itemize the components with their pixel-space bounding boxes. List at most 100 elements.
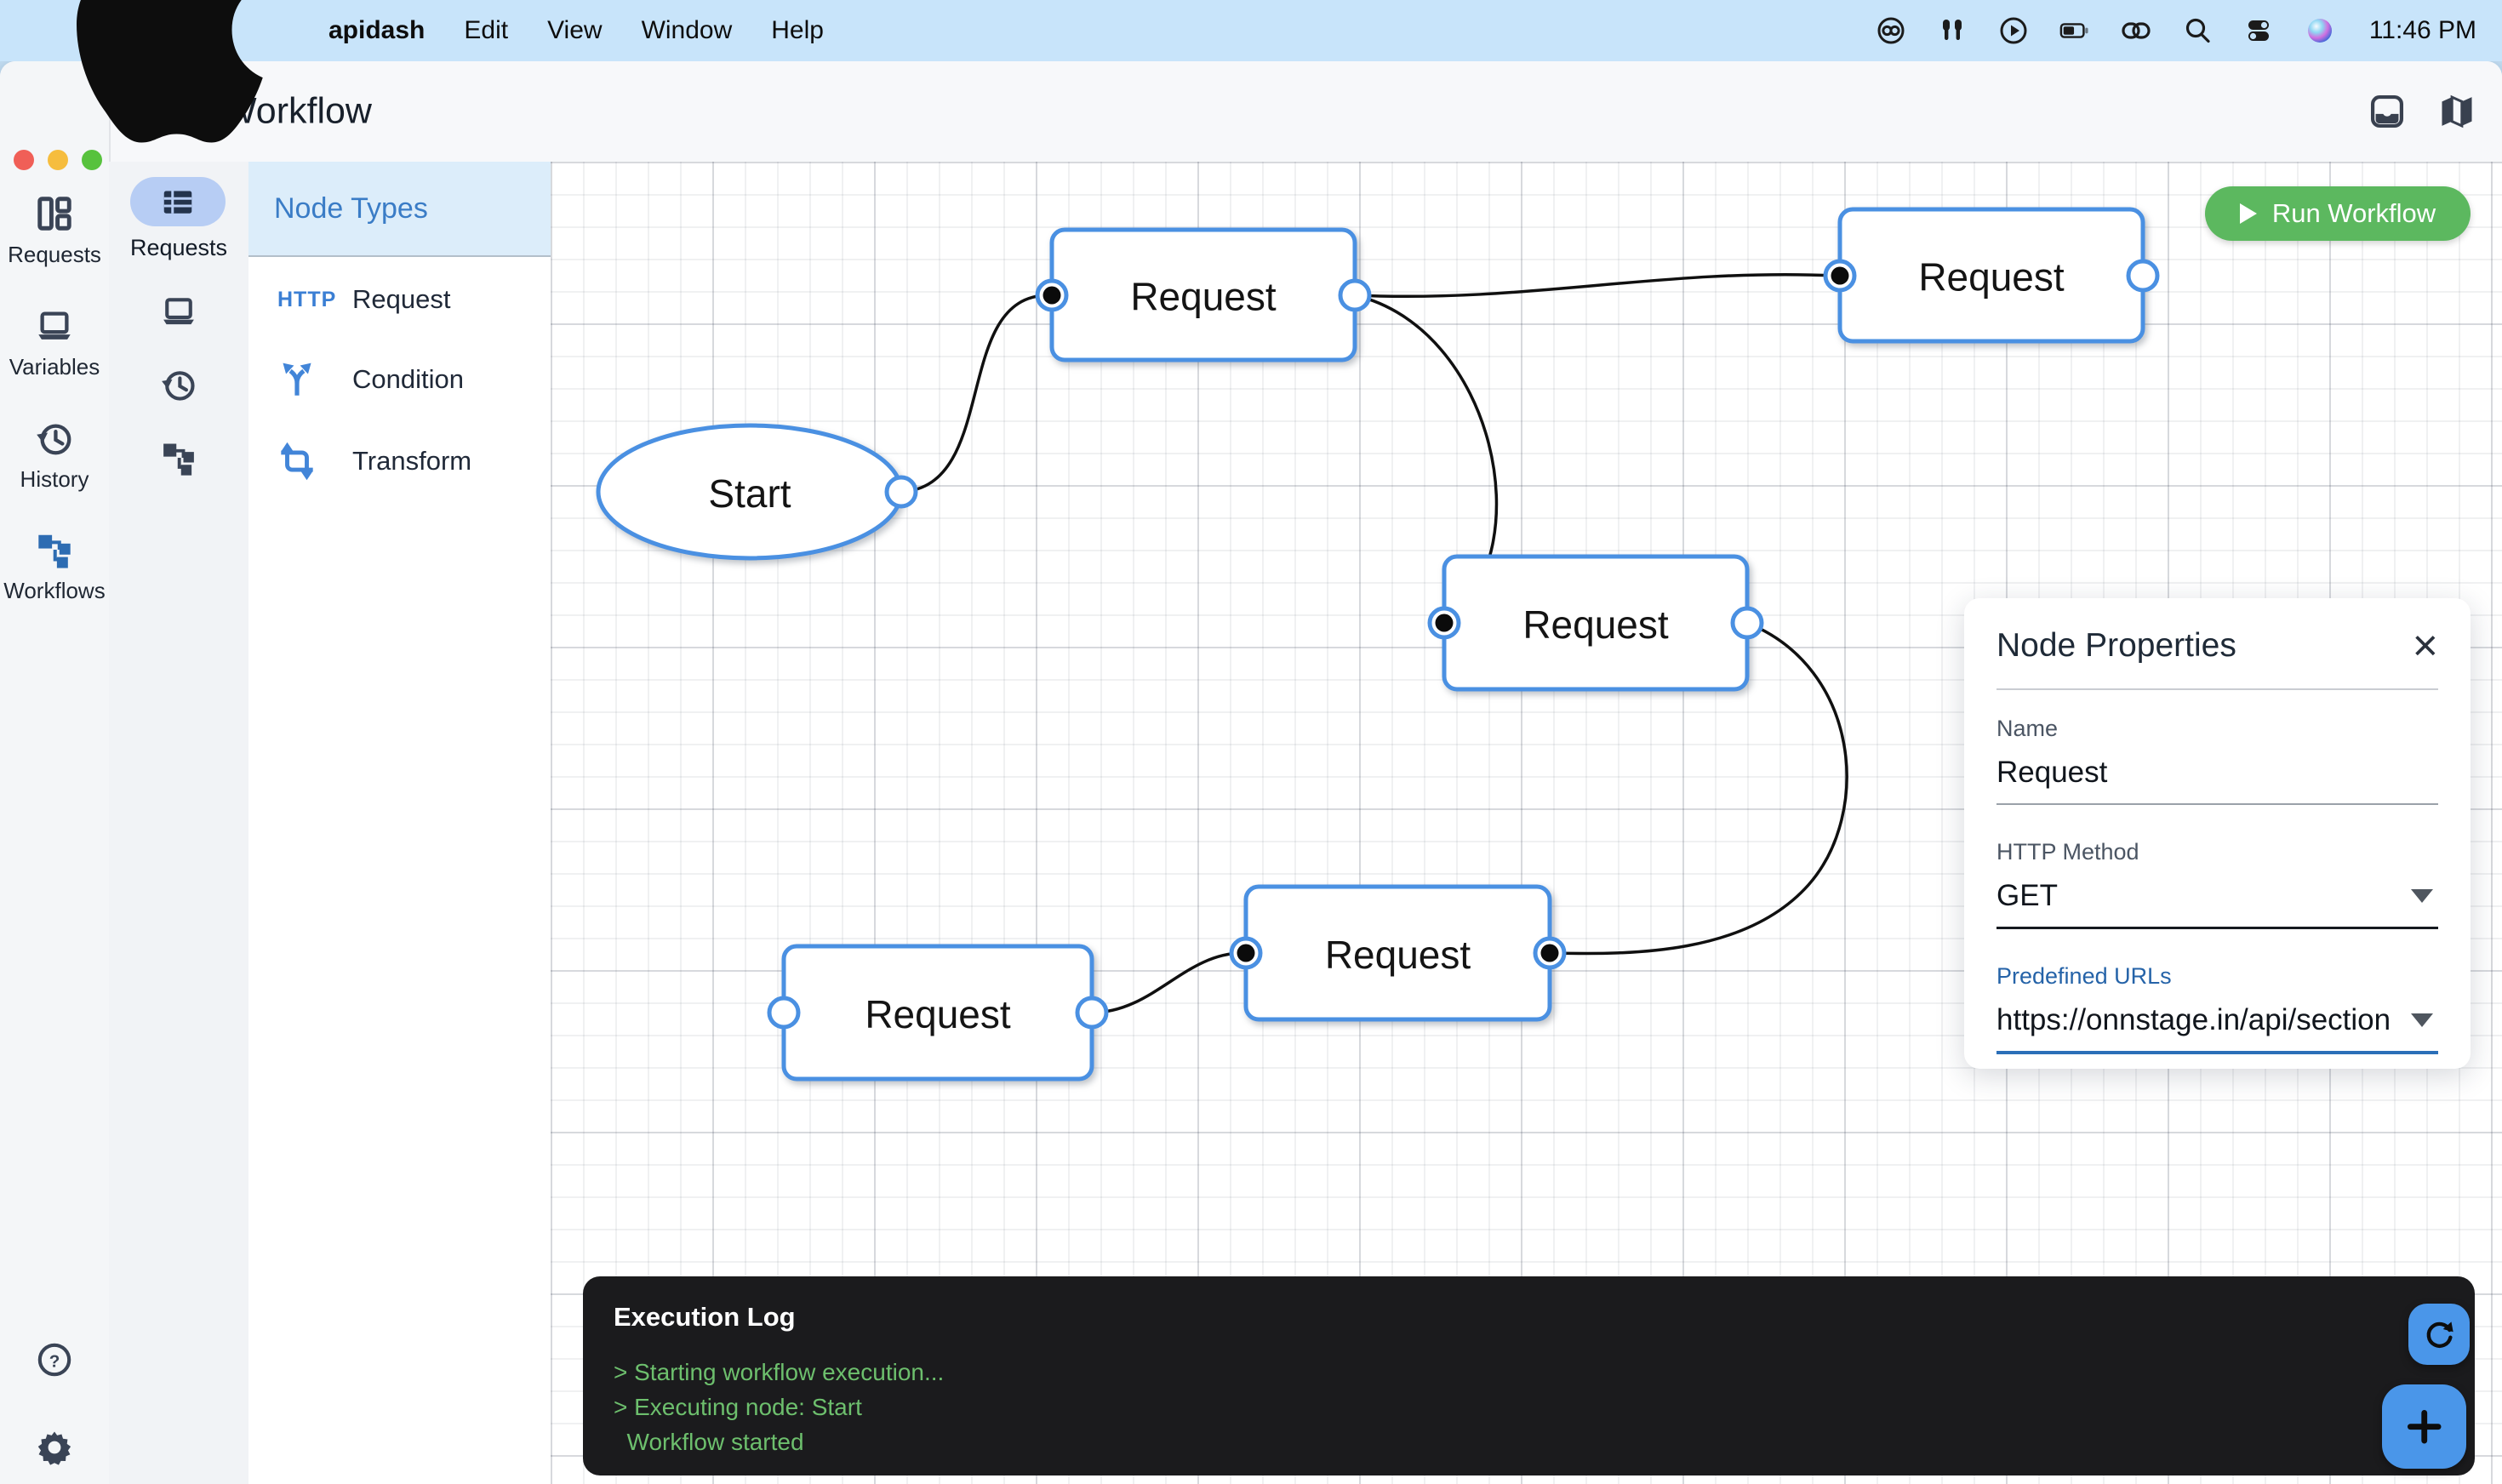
- node-label: Request: [1130, 275, 1277, 319]
- subsidebar-history-icon[interactable]: [160, 366, 197, 403]
- node-request-bottom-left[interactable]: Request: [781, 944, 1094, 1082]
- workflow-icon: [35, 530, 74, 569]
- node-properties-title: Node Properties: [1996, 627, 2236, 664]
- node-request-bottom-mid[interactable]: Request: [1243, 884, 1552, 1022]
- menu-item-window[interactable]: Window: [641, 16, 733, 44]
- execution-log-panel: Execution Log > Starting workflow execut…: [583, 1276, 2475, 1475]
- sidebar-item-label: Requests: [8, 242, 101, 267]
- play-icon: [2239, 203, 2257, 224]
- port-input-request-top-left[interactable]: [1035, 278, 1069, 312]
- palette-item-request[interactable]: HTTP Request: [277, 272, 533, 327]
- http-badge: HTTP: [277, 287, 337, 311]
- menu-status-area: 11:46 PM: [1876, 15, 2502, 46]
- execution-log-lines: > Starting workflow execution...> Execut…: [614, 1355, 2444, 1459]
- menu-item-apidash[interactable]: apidash: [328, 16, 426, 44]
- minimize-window-button[interactable]: [48, 150, 68, 170]
- menu-left: apidash Edit View Window Help: [0, 0, 824, 173]
- sidebar-item-history[interactable]: History: [0, 419, 109, 493]
- port-input-request-top-right[interactable]: [1823, 259, 1857, 293]
- palette-item-label: Transform: [352, 446, 472, 476]
- secondary-sidebar: Requests: [109, 162, 248, 1484]
- port-output-request-top-right[interactable]: [2126, 259, 2160, 293]
- close-icon[interactable]: ×: [2412, 621, 2438, 671]
- list-icon: [161, 185, 195, 219]
- port-input-request-bottom-mid[interactable]: [1533, 936, 1567, 970]
- add-node-button[interactable]: [2382, 1384, 2466, 1469]
- log-line: > Executing node: Start: [614, 1394, 862, 1420]
- zoom-window-button[interactable]: [82, 150, 102, 170]
- run-workflow-label: Run Workflow: [2271, 198, 2436, 228]
- creative-cloud-icon[interactable]: [1876, 15, 1906, 46]
- node-types-panel: Node Types HTTP Request Condition Transfo…: [248, 162, 551, 1484]
- port-output-request-bottom-left[interactable]: [1075, 996, 1109, 1030]
- airpods-icon[interactable]: [1937, 15, 1968, 46]
- close-window-button[interactable]: [14, 150, 34, 170]
- field-predefined-urls: Predefined URLs https://onnstage.in/api/…: [1996, 963, 2438, 1054]
- field-value[interactable]: Request: [1996, 756, 2438, 805]
- history-icon: [35, 419, 74, 458]
- tray-icon[interactable]: [2369, 94, 2405, 129]
- subsidebar-item-requests[interactable]: [130, 177, 226, 226]
- handoff-icon[interactable]: [2121, 15, 2151, 46]
- node-start[interactable]: Start: [596, 423, 904, 561]
- menu-clock: 11:46 PM: [2368, 16, 2476, 44]
- field-value[interactable]: GET: [1996, 879, 2438, 929]
- divider: [1996, 688, 2438, 690]
- settings-icon: [36, 1429, 73, 1466]
- control-center-icon[interactable]: [2243, 15, 2274, 46]
- map-icon[interactable]: [2439, 94, 2475, 129]
- port-input-request-bottom-mid[interactable]: [1229, 936, 1263, 970]
- port-output-start[interactable]: [884, 475, 918, 509]
- node-request-middle[interactable]: Request: [1442, 554, 1750, 692]
- siri-icon[interactable]: [2305, 15, 2335, 46]
- node-request-top-left[interactable]: Request: [1049, 227, 1357, 362]
- play-circle-icon[interactable]: [1998, 15, 2029, 46]
- palette-item-label: Request: [352, 284, 451, 314]
- header-icons: [2369, 61, 2475, 162]
- log-line: Workflow started: [614, 1429, 804, 1455]
- sidebar-item-workflows[interactable]: Workflows: [0, 530, 109, 604]
- sidebar-settings-button[interactable]: [0, 1429, 109, 1466]
- apple-icon[interactable]: [34, 0, 289, 173]
- menu-item-help[interactable]: Help: [771, 16, 824, 44]
- palette-item-transform[interactable]: Transform: [277, 434, 533, 488]
- field-label: Predefined URLs: [1996, 963, 2172, 989]
- port-output-request-bottom-left[interactable]: [767, 996, 801, 1030]
- node-label: Request: [1918, 255, 2065, 300]
- palette-item-condition[interactable]: Condition: [277, 352, 533, 407]
- node-label: Start: [708, 471, 791, 516]
- sidebar-item-label: Workflows: [3, 578, 106, 603]
- field-label: Name: [1996, 716, 2059, 741]
- menu-item-view[interactable]: View: [547, 16, 603, 44]
- primary-sidebar: Requests Variables History Workflows ?: [0, 61, 111, 1484]
- sidebar-item-variables[interactable]: Variables: [0, 306, 109, 380]
- node-types-header: Node Types: [248, 162, 551, 257]
- subsidebar-laptop-icon[interactable]: [160, 293, 197, 330]
- field-label: HTTP Method: [1996, 839, 2139, 865]
- help-icon: ?: [36, 1341, 73, 1378]
- port-input-request-middle[interactable]: [1427, 606, 1461, 640]
- node-label: Request: [865, 992, 1011, 1036]
- node-label: Request: [1522, 602, 1669, 647]
- field-http-method: HTTP Method GET: [1996, 839, 2438, 929]
- menu-item-edit[interactable]: Edit: [464, 16, 509, 44]
- node-request-top-right[interactable]: Request: [1837, 207, 2145, 344]
- field-name: Name Request: [1996, 716, 2438, 805]
- field-value[interactable]: https://onnstage.in/api/section: [1996, 1003, 2438, 1054]
- search-icon[interactable]: [2182, 15, 2213, 46]
- port-output-request-top-left[interactable]: [1338, 278, 1372, 312]
- subsidebar-workflow-icon[interactable]: [160, 439, 197, 477]
- condition-icon: [277, 360, 332, 399]
- battery-icon[interactable]: [2059, 15, 2090, 46]
- chevron-down-icon: [2411, 889, 2433, 903]
- sidebar-item-requests[interactable]: Requests: [0, 194, 109, 268]
- laptop-icon: [35, 306, 74, 345]
- sidebar-help-button[interactable]: ?: [0, 1341, 109, 1378]
- dashboard-icon: [35, 194, 74, 233]
- refresh-button[interactable]: [2408, 1304, 2470, 1365]
- run-workflow-button[interactable]: Run Workflow: [2205, 186, 2471, 241]
- execution-log-title: Execution Log: [614, 1302, 796, 1332]
- window-header: New Workflow: [111, 61, 2502, 162]
- port-output-request-middle[interactable]: [1730, 606, 1764, 640]
- node-types-title: Node Types: [274, 191, 428, 225]
